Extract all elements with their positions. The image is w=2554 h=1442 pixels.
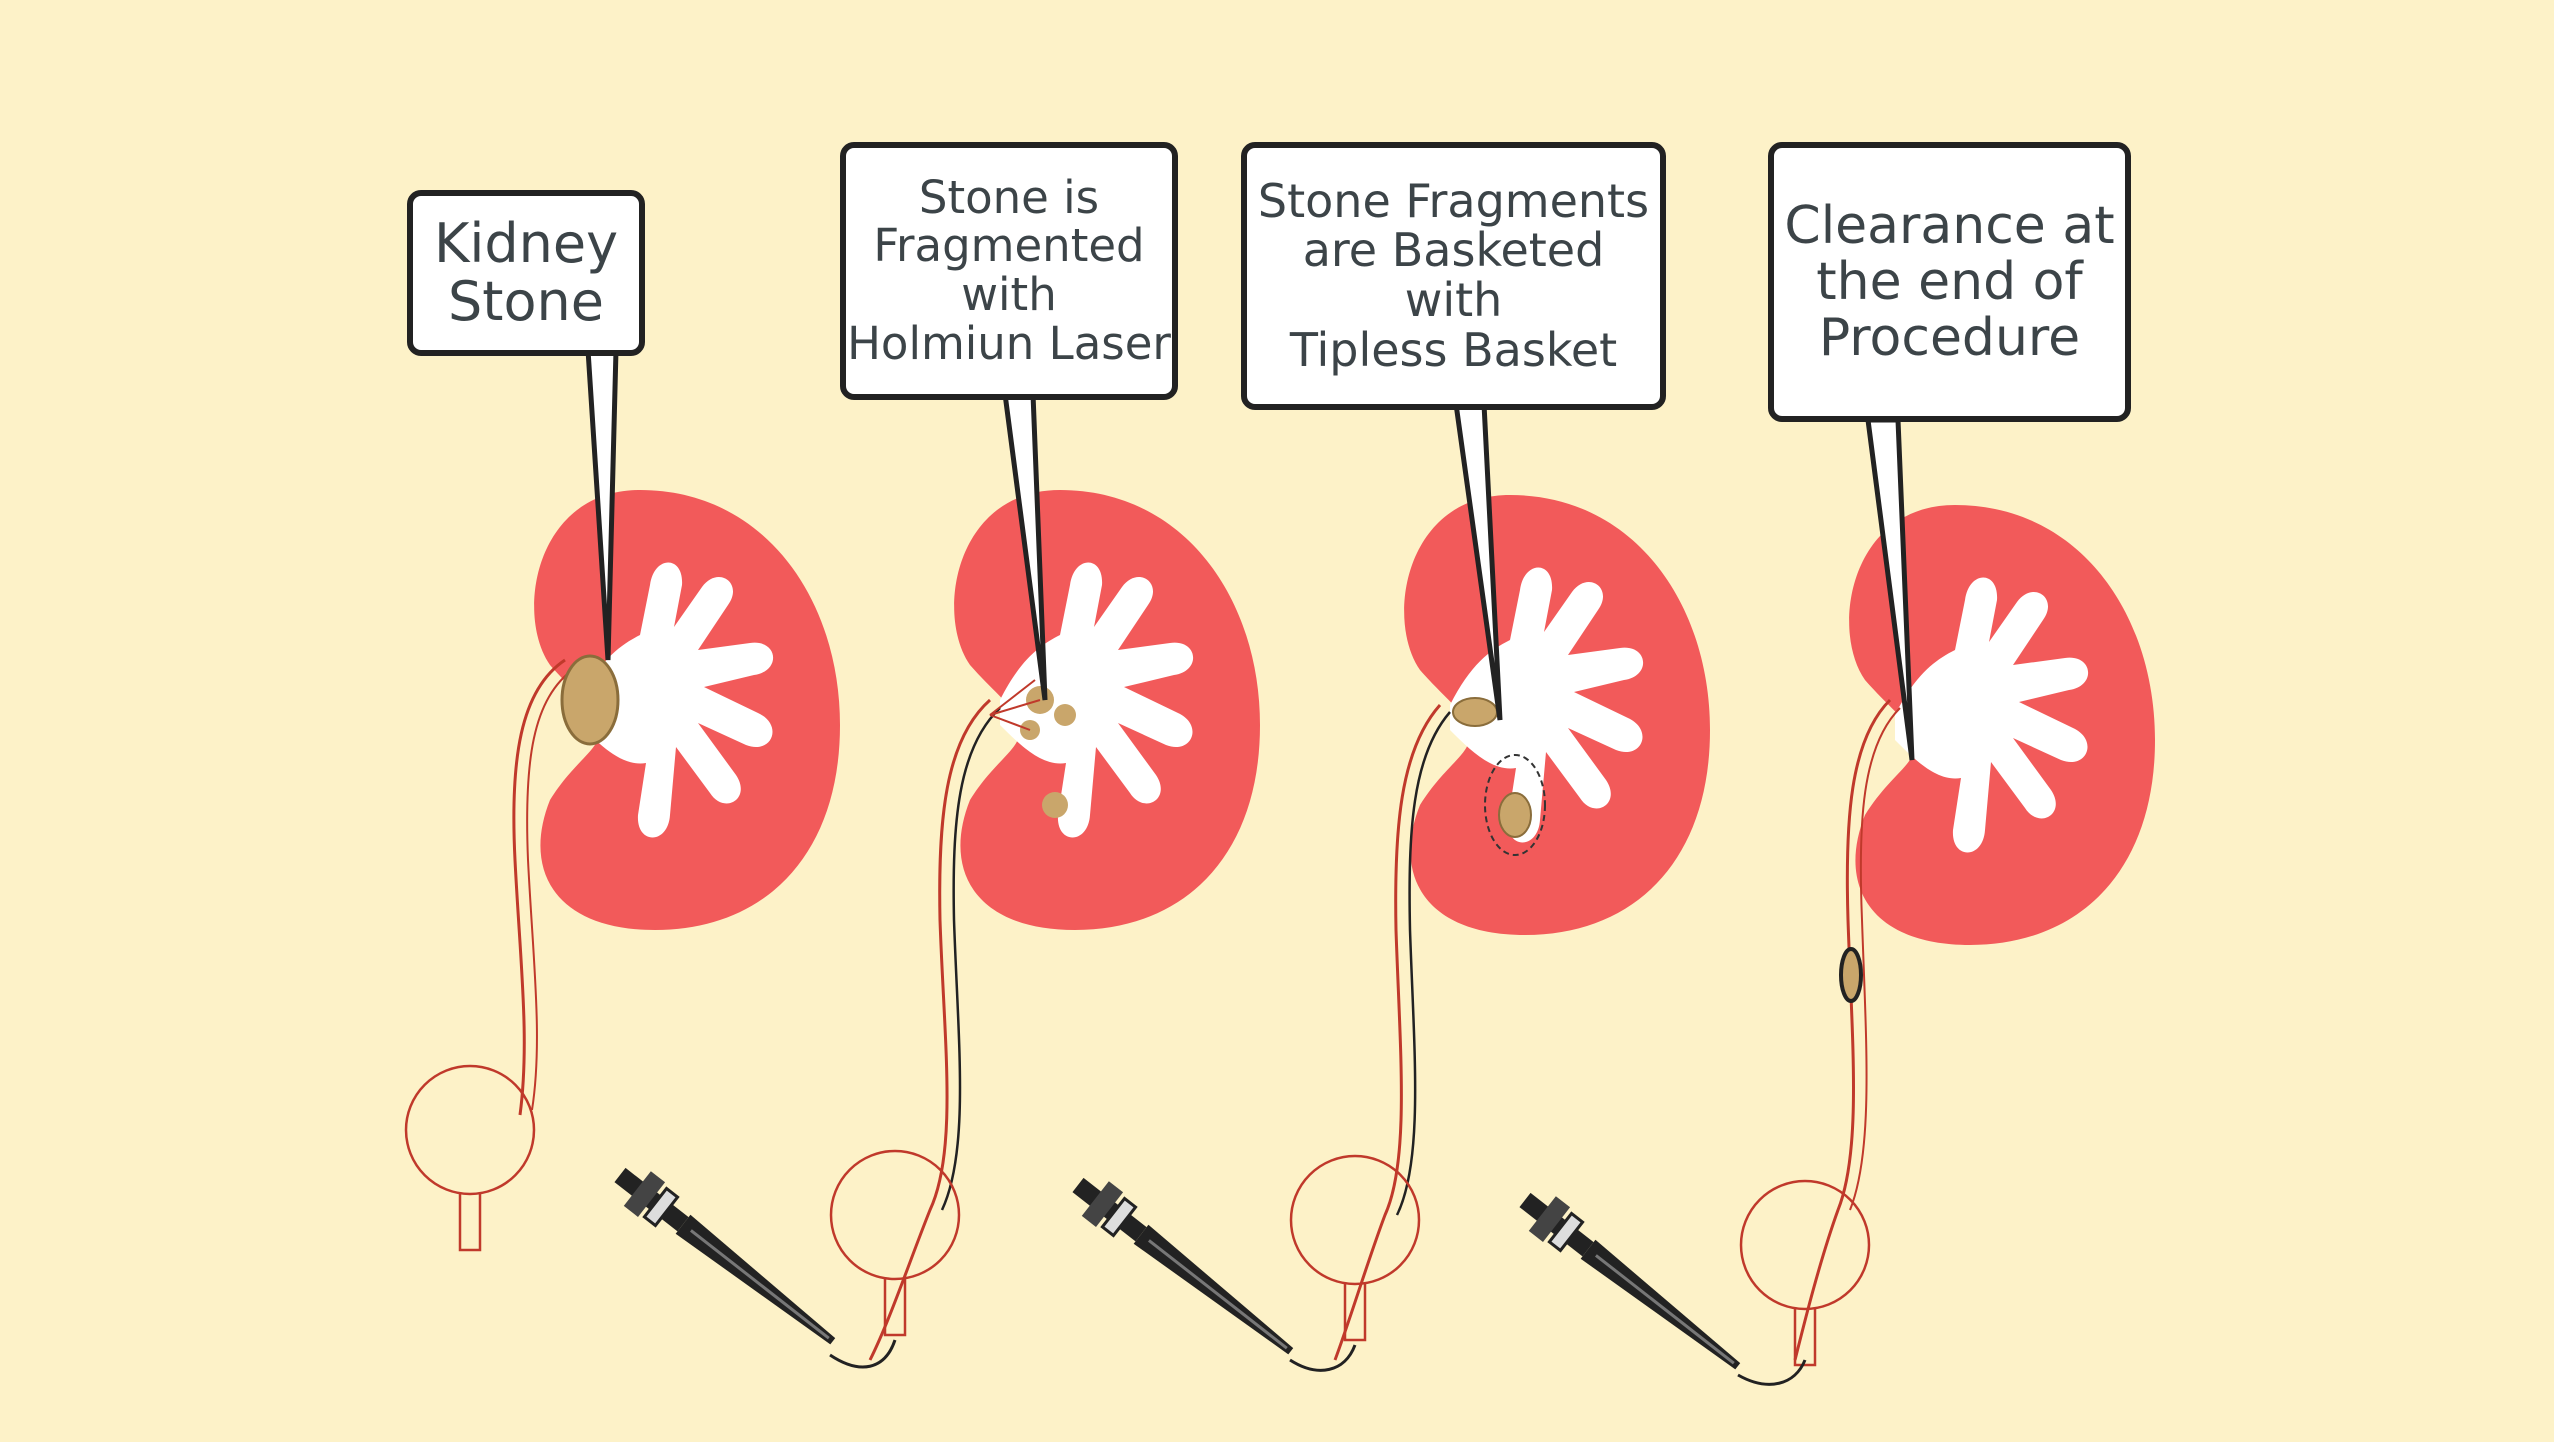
label-line: Clearance at xyxy=(1784,195,2115,256)
stage-4-art xyxy=(1509,417,2155,1386)
callout-kidney-stone: Kidney Stone xyxy=(407,190,645,356)
label-line: Stone Fragments xyxy=(1257,173,1650,228)
label-line: Tipless Basket xyxy=(1289,322,1618,377)
callout-clearance: Clearance at the end of Procedure xyxy=(1768,142,2131,422)
callout-basketed: Stone Fragments are Basketed with Tiples… xyxy=(1241,142,1666,410)
label-line: Holmiun Laser xyxy=(847,316,1171,370)
label-line: Stone is xyxy=(918,170,1100,224)
kidney-stone xyxy=(560,654,620,746)
label-line: the end of xyxy=(1816,251,2083,312)
label-line: with xyxy=(961,268,1057,321)
label-line: Stone xyxy=(448,270,604,333)
label-line: Fragmented xyxy=(873,219,1145,273)
label-line: with xyxy=(1404,273,1503,327)
label-line: are Basketed xyxy=(1302,223,1605,278)
label-line: Kidney xyxy=(433,211,619,275)
callout-fragmented: Stone is Fragmented with Holmiun Laser xyxy=(840,142,1178,400)
label-line: Procedure xyxy=(1818,308,2081,369)
stage-1-art xyxy=(404,347,841,1252)
